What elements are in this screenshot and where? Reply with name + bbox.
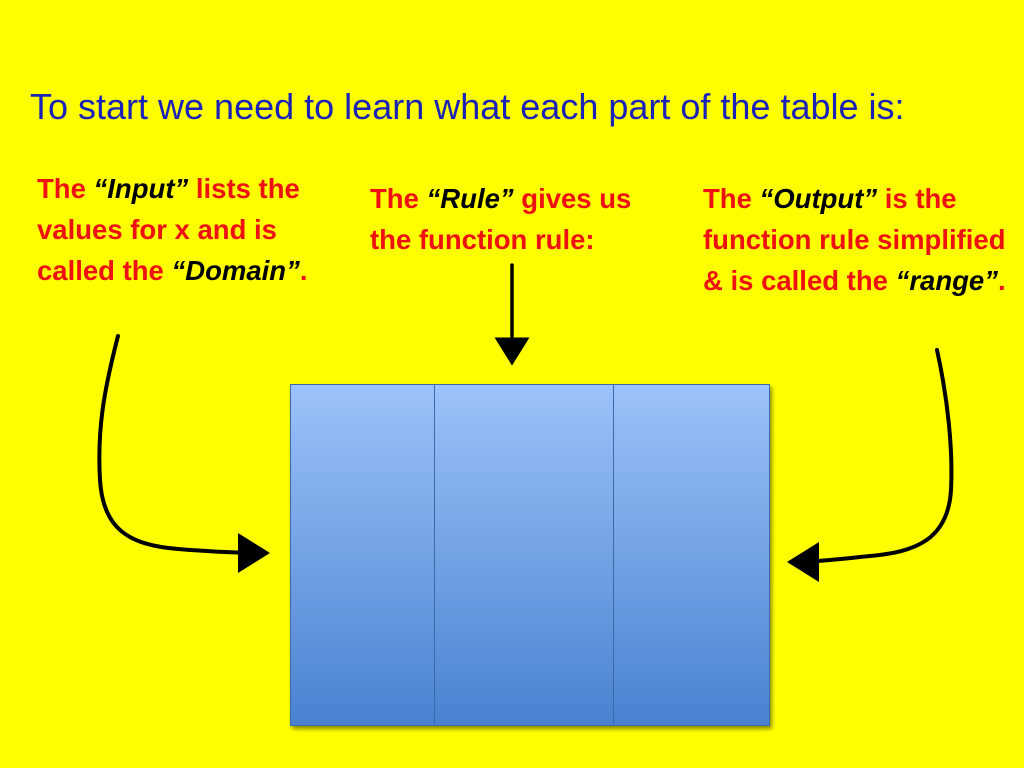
input-arrow-icon — [97, 334, 270, 573]
rule-callout-prefix: The — [370, 183, 427, 214]
input-callout-prefix: The — [37, 173, 94, 204]
output-callout-prefix: The — [703, 183, 760, 214]
output-callout-description: is the function rule simplified & is cal… — [703, 183, 1006, 296]
rule-callout: The “Rule” gives us the function rule: — [370, 178, 660, 260]
range-term: “range” — [895, 265, 998, 296]
page-title: To start we need to learn what each part… — [30, 86, 905, 127]
input-term: “Input” — [93, 173, 189, 204]
input-callout: The “Input” lists the values for x and i… — [37, 168, 322, 291]
output-callout: The “Output” is the function rule simpli… — [703, 178, 1018, 301]
domain-term: “Domain” — [171, 255, 300, 286]
output-callout-period: . — [997, 265, 1006, 296]
input-callout-period: . — [299, 255, 308, 286]
rule-column — [435, 384, 614, 726]
input-column — [290, 384, 435, 726]
rule-term: “Rule” — [426, 183, 514, 214]
output-term: “Output” — [759, 183, 878, 214]
rule-callout-description: gives us the function rule: — [370, 183, 632, 255]
input-callout-description: lists the values for x and is called the — [37, 173, 300, 286]
function-table — [290, 384, 770, 726]
output-arrow-icon — [787, 348, 954, 582]
output-column — [614, 384, 770, 726]
